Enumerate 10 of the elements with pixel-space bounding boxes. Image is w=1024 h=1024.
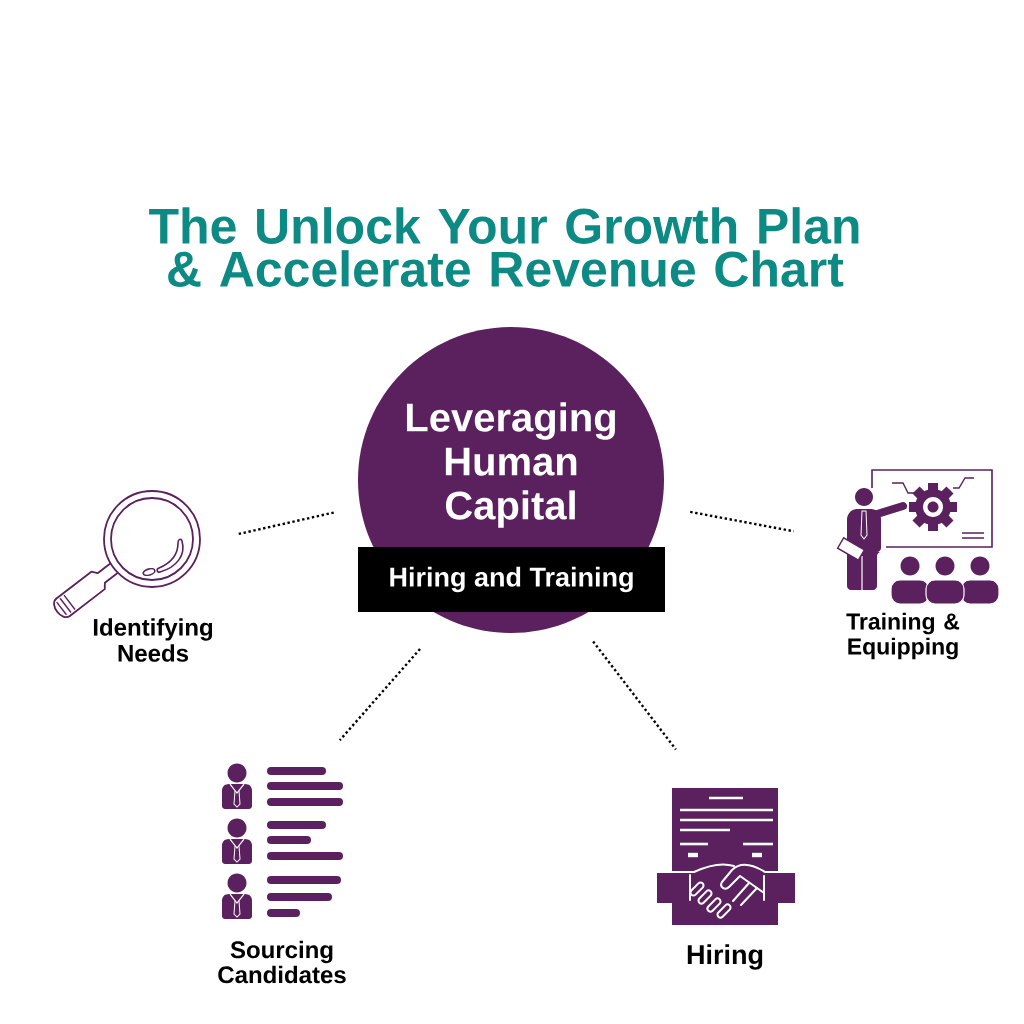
icon-caption: Identifying Needs (93, 618, 213, 662)
dotted-line (338, 648, 421, 741)
dotted-line (592, 640, 677, 751)
dotted-line (690, 510, 795, 533)
icon-caption: Hiring (687, 944, 763, 970)
icon-caption: Training & Equipping (846, 612, 960, 660)
dotted-line (238, 511, 334, 536)
title: The Unlock Your Growth Plan & Accelerate Revenue Chart (149, 207, 859, 287)
label-band: Hiring and Training (358, 547, 665, 612)
icon-caption: Sourcing Candidates (218, 940, 346, 984)
